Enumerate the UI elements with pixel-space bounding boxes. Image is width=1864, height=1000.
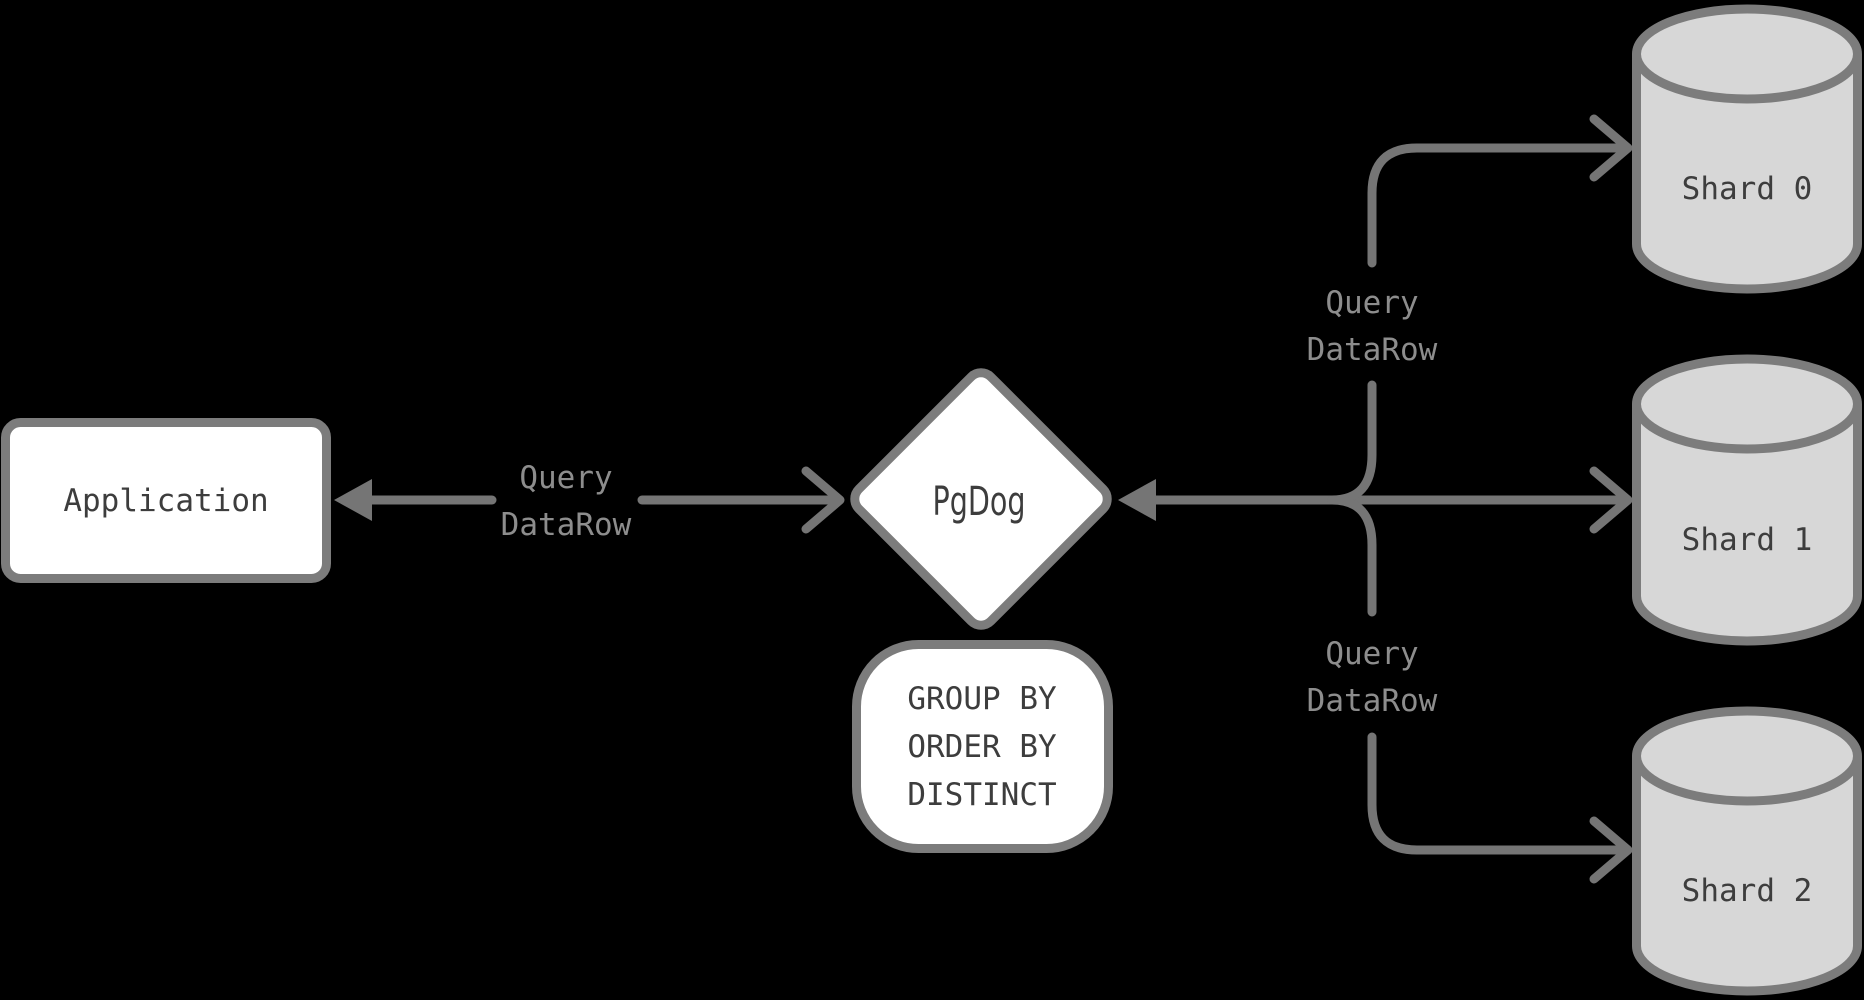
shard0-node: Shard 0 xyxy=(1632,4,1862,294)
shard2-cylinder-body-fill xyxy=(1636,756,1858,991)
shard0-cylinder-body xyxy=(1632,54,1862,294)
shard1-cylinder-top xyxy=(1632,354,1862,454)
edge-label-datarow: DataRow xyxy=(1307,332,1438,368)
edge-line-branch-down xyxy=(1327,495,1625,855)
edge-label-query: Query xyxy=(1325,636,1418,672)
chevron-arrowhead-right-icon xyxy=(1589,114,1633,182)
operation-distinct: DISTINCT xyxy=(907,777,1056,813)
operations-pill xyxy=(852,640,1113,853)
edge-pgdog-shard2: Query DataRow xyxy=(1307,495,1633,884)
shard1-node: Shard 1 xyxy=(1632,354,1862,646)
pgdog-diamond xyxy=(850,368,1112,630)
pgdog-node: PgDog xyxy=(850,368,1112,630)
edge-application-pgdog: Query DataRow xyxy=(334,460,845,543)
shard0-label: Shard 0 xyxy=(1682,171,1813,207)
edge-label-datarow: DataRow xyxy=(501,507,632,543)
application-box xyxy=(1,418,331,583)
shard2-cylinder-top xyxy=(1632,706,1862,806)
operation-order-by: ORDER BY xyxy=(907,729,1057,765)
edge-pgdog-shard1 xyxy=(1118,466,1633,534)
application-node: Application xyxy=(1,418,331,583)
shard0-cylinder-top xyxy=(1632,4,1862,104)
pgdog-label: PgDog xyxy=(933,479,1026,525)
shard1-cylinder-body xyxy=(1632,404,1862,646)
operation-group-by: GROUP BY xyxy=(907,681,1057,717)
shard1-label: Shard 1 xyxy=(1682,522,1813,558)
application-label: Application xyxy=(63,483,268,519)
shard0-cylinder-body-fill xyxy=(1636,54,1858,289)
shard2-label: Shard 2 xyxy=(1682,873,1813,909)
edge-label-datarow: DataRow xyxy=(1307,683,1438,719)
cross-shard-operations-node: GROUP BY ORDER BY DISTINCT xyxy=(852,640,1113,853)
chevron-arrowhead-right-icon xyxy=(1589,816,1633,884)
shard1-cylinder-body-fill xyxy=(1636,404,1858,641)
solid-arrowhead-left-icon xyxy=(334,479,372,521)
edge-pgdog-shard0: Query DataRow xyxy=(1307,114,1633,505)
shard2-cylinder-body xyxy=(1632,756,1862,996)
edge-label-query: Query xyxy=(519,460,612,496)
shard2-node: Shard 2 xyxy=(1632,706,1862,996)
edge-label-query: Query xyxy=(1325,285,1418,321)
chevron-arrowhead-right-icon xyxy=(801,466,845,534)
chevron-arrowhead-right-icon xyxy=(1589,466,1633,534)
solid-arrowhead-left-icon xyxy=(1118,479,1156,521)
